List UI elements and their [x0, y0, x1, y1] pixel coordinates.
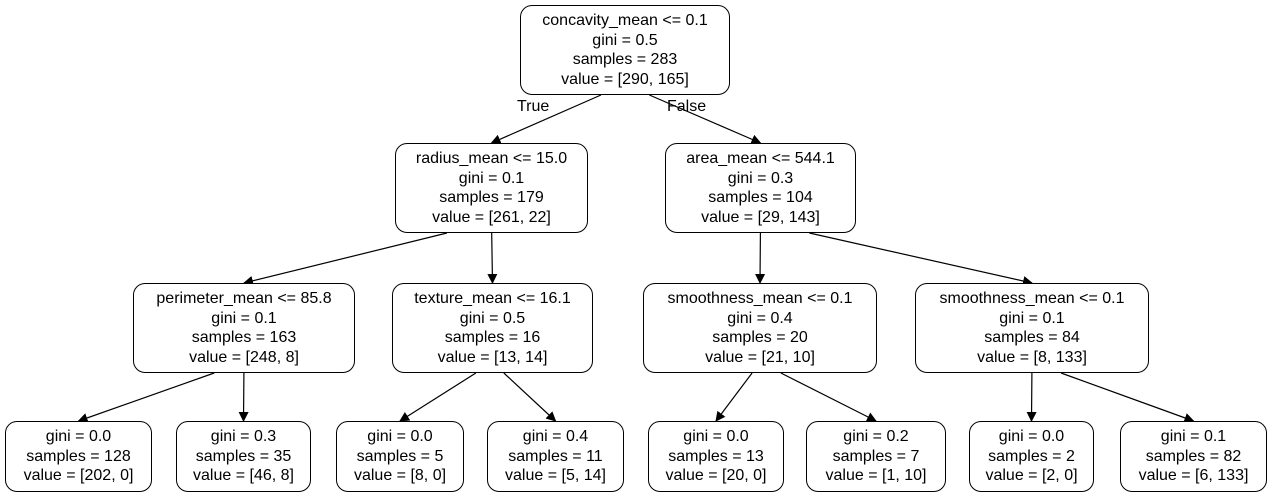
node-text-line: value = [5, 14]: [505, 467, 606, 485]
node-text-line: value = [8, 133]: [977, 348, 1087, 366]
node-text-line: value = [8, 0]: [353, 467, 447, 485]
node-text-line: gini = 0.0: [683, 428, 749, 446]
node-text-line: gini = 0.0: [998, 428, 1065, 446]
tree-node-n1: radius_mean <= 15.0 gini = 0.1 samples = 1…: [395, 143, 588, 233]
node-text-line: gini = 0.2: [843, 428, 909, 446]
node-text-line: value = [13, 14]: [437, 348, 548, 366]
node-text-line: samples = 5: [356, 447, 444, 465]
node-text-line: concavity_mean <= 0.1: [542, 12, 708, 29]
node-text-line: value = [248, 8]: [189, 348, 299, 366]
node-text-line: gini = 0.5: [592, 31, 658, 49]
node-text-line: samples = 20: [712, 329, 808, 346]
node-text-line: value = [46, 8]: [193, 467, 294, 485]
edge-n4-n10: [503, 372, 557, 422]
node-text-line: radius_mean <= 15.0: [415, 150, 568, 167]
node-text-line: value = [2, 0]: [985, 467, 1078, 485]
node-text-line: area_mean <= 544.1: [686, 150, 835, 167]
node-text-line: gini = 0.3: [210, 428, 277, 446]
edge-n0-n1: [490, 94, 602, 144]
node-text-line: value = [29, 143]: [701, 208, 820, 226]
edge-n6-n14: [1060, 372, 1195, 423]
node-text-line: gini = 0.0: [45, 428, 112, 446]
node-text-line: value = [202, 0]: [23, 467, 134, 485]
node-text-line: gini = 0.3: [727, 169, 794, 187]
node-text-line: value = [21, 10]: [705, 348, 815, 366]
node-text-line: gini = 0.5: [459, 309, 526, 327]
node-text-line: texture_mean <= 16.1: [414, 290, 571, 307]
edge-n3-n7: [77, 372, 215, 423]
node-text-line: value = [20, 0]: [665, 467, 767, 485]
node-text-line: samples = 16: [444, 329, 541, 346]
tree-node-n4: texture_mean <= 16.1 gini = 0.5 samples = …: [392, 283, 593, 373]
tree-node-n3: perimeter_mean <= 85.8 gini = 0.1 samples …: [133, 283, 355, 373]
node-text-line: gini = 0.1: [999, 309, 1065, 327]
node-text-line: value = [261, 22]: [432, 208, 551, 226]
node-text-line: samples = 2: [988, 447, 1075, 465]
edge-n1-n4: [487, 232, 498, 284]
node-text-line: smoothness_mean <= 0.1: [667, 290, 853, 307]
node-text-line: gini = 0.4: [522, 428, 589, 446]
node-text-line: samples = 104: [708, 189, 813, 206]
tree-node-n6: smoothness_mean <= 0.1 gini = 0.1 samples …: [915, 283, 1149, 373]
edge-n5-n12: [780, 372, 877, 422]
node-text-line: value = [290, 165]: [561, 70, 689, 88]
tree-node-n0: concavity_mean <= 0.1 gini = 0.5 samples =…: [520, 5, 730, 95]
node-text-line: samples = 82: [1145, 447, 1242, 465]
node-text-line: samples = 283: [572, 51, 678, 68]
node-text-line: gini = 0.1: [1160, 428, 1227, 446]
node-text-line: smoothness_mean <= 0.1: [939, 290, 1125, 307]
node-text-line: samples = 11: [508, 447, 603, 465]
node-text-line: gini = 0.1: [458, 169, 525, 187]
node-text-line: gini = 0.1: [211, 309, 277, 327]
node-text-line: gini = 0.0: [367, 428, 433, 446]
node-text-line: samples = 35: [195, 447, 292, 465]
edge-n5-n11: [715, 372, 753, 422]
node-text-line: gini = 0.4: [727, 309, 793, 327]
true-edge-label: True: [517, 98, 550, 115]
edge-n4-n9: [399, 372, 477, 422]
node-text-line: value = [1, 10]: [825, 467, 927, 485]
node-text-line: value = [6, 133]: [1138, 467, 1249, 485]
node-text-line: samples = 13: [668, 447, 764, 465]
tree-node-n5: smoothness_mean <= 0.1 gini = 0.4 samples …: [643, 283, 877, 373]
node-text-line: samples = 179: [439, 189, 544, 206]
node-text-line: samples = 128: [26, 447, 131, 465]
edge-n0-n2: [649, 94, 762, 145]
edge-n1-n3: [243, 232, 448, 286]
false-edge-label: False: [667, 98, 707, 115]
node-text-line: samples = 7: [832, 447, 920, 465]
node-text-line: perimeter_mean <= 85.8: [156, 290, 332, 307]
node-text-line: samples = 163: [191, 329, 297, 346]
node-text-line: samples = 84: [984, 329, 1080, 346]
edge-n2-n6: [809, 232, 1033, 286]
tree-node-n2: area_mean <= 544.1 gini = 0.3 samples = 10…: [665, 143, 856, 233]
